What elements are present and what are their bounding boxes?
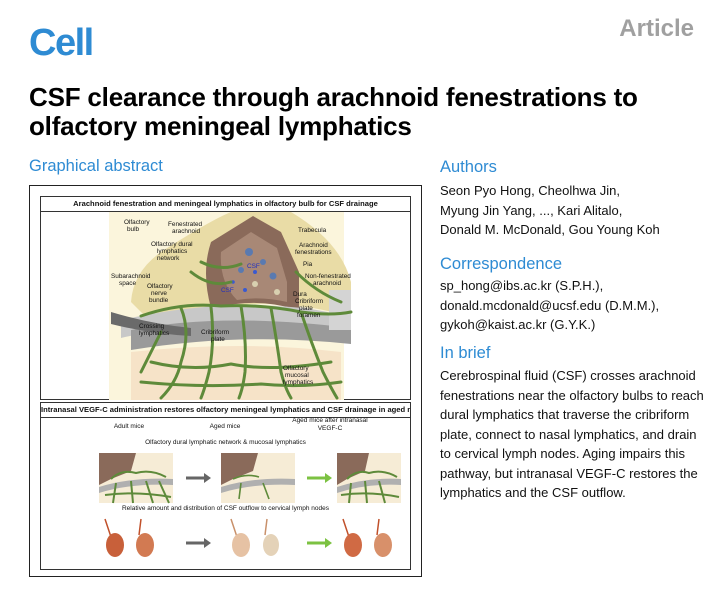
label-mucosal-lymphatics: Olfactory — [283, 365, 309, 372]
label-olfactory-nerve-bundle: nerve — [151, 290, 167, 297]
label-fenestrated-arachnoid: arachnoid — [172, 228, 201, 235]
label-subarachnoid-space: space — [119, 280, 136, 287]
label-dura: Dura — [293, 291, 307, 298]
graphical-abstract-heading: Graphical abstract — [29, 157, 163, 175]
label-olfactory-nerve-bundle: Olfactory — [147, 283, 173, 290]
label-arachnoid-fenestrations: fenestrations — [295, 249, 332, 256]
label-mucosal-lymphatics: mucosal — [285, 372, 309, 379]
in-brief-text: Cerebrospinal fluid (CSF) crosses arachn… — [440, 368, 704, 500]
label-non-fenestrated-arachnoid: arachnoid — [313, 280, 342, 287]
author-line: Myung Jin Yang, ..., Kari Alitalo, — [440, 202, 623, 218]
label-olfactory-bulb: bulb — [127, 226, 140, 233]
row-label-lymphatics: Olfactory dural lymphatic network & muco… — [145, 439, 306, 446]
graphical-abstract-figure: Arachnoid fenestration and meningeal lym… — [29, 185, 422, 577]
panel-vegfc-restoration: Intranasal VEGF-C administration restore… — [40, 402, 411, 570]
label-cribriform-foramen: plate — [299, 305, 313, 312]
thumb-adult-lymphatics — [99, 453, 173, 504]
label-cribriform-foramen: foramen — [297, 312, 321, 319]
authors-list: Seon Pyo Hong, Cheolhwa Jin, Myung Jin Y… — [440, 181, 710, 240]
plate-edge — [111, 312, 191, 336]
arrow-gray-2 — [186, 538, 211, 548]
label-dural-lymphatics: Olfactory dural — [151, 241, 193, 248]
nodes-adult — [104, 518, 154, 557]
olfactory-mucosa — [131, 346, 341, 400]
label-cribriform-plate: Cribriform — [201, 329, 229, 336]
label-non-fenestrated-arachnoid: Non-fenestrated — [305, 273, 351, 280]
label-dural-lymphatics: network — [157, 255, 180, 262]
fenestration-dot — [260, 259, 266, 265]
label-arachnoid-fenestrations: Arachnoid — [299, 242, 328, 249]
label-subarachnoid-space: Subarachnoid — [111, 273, 151, 280]
article-type-label: Article — [619, 15, 694, 42]
lymphatic-network — [139, 260, 353, 400]
fenestration-dot — [269, 272, 277, 280]
author-line: Donald M. McDonald, Gou Young Koh — [440, 222, 660, 237]
label-fenestrated-arachnoid: Fenestrated — [168, 221, 203, 228]
label-trabecula: Trabecula — [298, 227, 327, 234]
thumb-aged-vegfc-lymphatics — [337, 453, 401, 504]
authors-heading: Authors — [440, 158, 497, 176]
correspondence-list: sp_hong@ibs.ac.kr (S.P.H.), donald.mcdon… — [440, 276, 710, 335]
csf-dot — [253, 270, 257, 274]
fenestration-dot — [238, 267, 244, 273]
arrow-green-2 — [307, 538, 332, 548]
olfactory-drainage-diagram: Olfactory bulb Fenestrated arachnoid Olf… — [109, 212, 353, 400]
label-crossing-lymphatics: lymphatics — [139, 330, 169, 337]
email-link[interactable]: donald.mcdonald@ucsf.edu (D.M.M.), — [440, 297, 660, 313]
correspondence-heading: Correspondence — [440, 255, 562, 273]
panel1-labels: Olfactory bulb Fenestrated arachnoid Olf… — [111, 219, 351, 386]
csf-dot — [243, 288, 247, 292]
fenestration-dot — [245, 248, 253, 256]
label-csf: CSF — [221, 287, 234, 294]
panel2-title: Intranasal VEGF-C administration restore… — [41, 403, 410, 418]
fenestration-dot — [274, 289, 280, 295]
author-line: Seon Pyo Hong, Cheolhwa Jin, — [440, 183, 620, 198]
bulb-inner — [220, 232, 287, 302]
column-label-adult: Adult mice — [113, 423, 145, 430]
panel-olfactory-drainage: Arachnoid fenestration and meningeal lym… — [40, 196, 411, 400]
fenestration-dot — [252, 281, 258, 287]
arrow-green — [307, 473, 332, 483]
row-label-csf-outflow: Relative amount and distribution of CSF … — [121, 505, 330, 512]
column-label-aged-vegfc: Aged mice after intranasal VEGF-C — [292, 417, 368, 432]
email-link[interactable]: gykoh@kaist.ac.kr (G.Y.K.) — [440, 317, 596, 332]
vegfc-comparison-diagram — [99, 453, 401, 557]
article-title: CSF clearance through arachnoid fenestra… — [29, 82, 638, 141]
in-brief-heading: In brief — [440, 344, 491, 362]
label-olfactory-bulb: Olfactory — [124, 219, 150, 226]
label-crossing-lymphatics: Crossing — [139, 323, 165, 330]
thumb-aged-lymphatics — [221, 453, 295, 503]
label-csf: CSF — [247, 263, 260, 270]
label-pia: Pia — [303, 261, 313, 268]
label-cribriform-foramen: Cribriform — [295, 298, 323, 305]
non-fenestrated-region — [329, 290, 351, 330]
nodes-aged-vegfc — [342, 518, 392, 557]
email-link[interactable]: sp_hong@ibs.ac.kr (S.P.H.), — [440, 278, 604, 293]
arrow-gray — [186, 473, 211, 483]
column-label-aged: Aged mice — [209, 423, 241, 430]
label-dural-lymphatics: lymphatics — [157, 248, 187, 255]
label-cribriform-plate: plate — [211, 336, 225, 343]
label-mucosal-lymphatics: lymphatics — [283, 379, 313, 386]
nodes-aged — [230, 518, 279, 557]
panel1-title: Arachnoid fenestration and meningeal lym… — [41, 197, 410, 212]
journal-logo: Cell — [29, 22, 94, 64]
label-olfactory-nerve-bundle: bundle — [149, 297, 169, 304]
